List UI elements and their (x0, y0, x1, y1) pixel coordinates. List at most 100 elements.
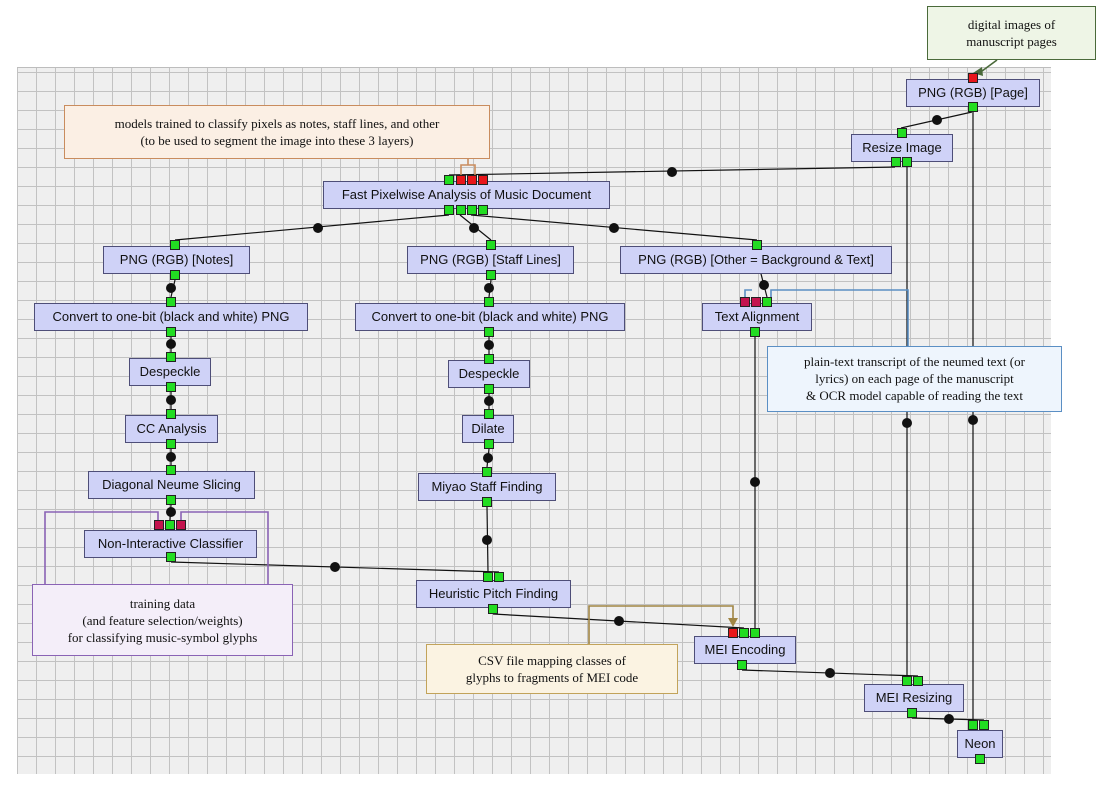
port-mei-enc-in-2[interactable] (739, 628, 749, 638)
note-text-transcript: plain-text transcript of the neumed text… (767, 346, 1062, 412)
note-csv-mapping-line-1: CSV file mapping classes of (478, 653, 626, 668)
port-despeckle-staff-in[interactable] (484, 354, 494, 364)
dot-staff-onebit (484, 283, 494, 293)
job-png-page[interactable]: PNG (RGB) [Page] (906, 79, 1040, 107)
port-mei-enc-in-1[interactable] (728, 628, 738, 638)
port-diagonal-out[interactable] (166, 495, 176, 505)
dot-cc-diagonal (166, 452, 176, 462)
port-onebit-staff-out[interactable] (484, 327, 494, 337)
port-pixelwise-in-2[interactable] (456, 175, 466, 185)
port-pixelwise-out-1[interactable] (444, 205, 454, 215)
port-resize-out-1[interactable] (891, 157, 901, 167)
dot-miyao-pitch (482, 535, 492, 545)
dot-page-neon (968, 415, 978, 425)
dot-despeckle-cc (166, 395, 176, 405)
dot-despeckle-dilate (484, 396, 494, 406)
dot-other-text-align (759, 280, 769, 290)
port-pixelwise-in-4[interactable] (478, 175, 488, 185)
port-png-page-in[interactable] (968, 73, 978, 83)
port-pitch-in-1[interactable] (483, 572, 493, 582)
port-resize-in[interactable] (897, 128, 907, 138)
dot-onebit-despeckle-notes (166, 339, 176, 349)
port-classifier-in-2[interactable] (165, 520, 175, 530)
port-mei-resize-in-1[interactable] (902, 676, 912, 686)
dot-pixelwise-other (609, 223, 619, 233)
note-text-transcript-line-3: & OCR model capable of reading the text (806, 388, 1023, 403)
port-neon-in-2[interactable] (979, 720, 989, 730)
dot-page-resize (932, 115, 942, 125)
port-neon-in-1[interactable] (968, 720, 978, 730)
port-despeckle-staff-out[interactable] (484, 384, 494, 394)
job-fast-pixelwise-analysis[interactable]: Fast Pixelwise Analysis of Music Documen… (323, 181, 610, 209)
port-png-staff-out[interactable] (486, 270, 496, 280)
dot-dilate-miyao (483, 453, 493, 463)
bracket-pixel-models (460, 159, 476, 175)
port-pitch-out[interactable] (488, 604, 498, 614)
port-dilate-out[interactable] (484, 439, 494, 449)
dot-resize-pixelwise (667, 167, 677, 177)
arrowhead-csv (728, 618, 738, 627)
note-pixel-models-line-2: (to be used to segment the image into th… (140, 133, 414, 148)
note-pixel-models-line-1: models trained to classify pixels as not… (114, 116, 440, 131)
port-png-notes-out[interactable] (170, 270, 180, 280)
bracket-text-transcript (744, 289, 909, 346)
dot-classifier-pitch (330, 562, 340, 572)
port-text-align-in-3[interactable] (762, 297, 772, 307)
port-classifier-out[interactable] (166, 552, 176, 562)
port-png-other-in[interactable] (752, 240, 762, 250)
port-png-staff-in[interactable] (486, 240, 496, 250)
port-mei-resize-in-2[interactable] (913, 676, 923, 686)
port-png-page-out[interactable] (968, 102, 978, 112)
port-text-align-in-2[interactable] (751, 297, 761, 307)
port-mei-resize-out[interactable] (907, 708, 917, 718)
port-resize-out-2[interactable] (902, 157, 912, 167)
job-despeckle-staff[interactable]: Despeckle (448, 360, 530, 388)
port-onebit-notes-in[interactable] (166, 297, 176, 307)
port-despeckle-notes-out[interactable] (166, 382, 176, 392)
note-training-data-line-3: for classifying music-symbol glyphs (67, 630, 258, 645)
note-training-data-line-1: training data (129, 596, 196, 611)
note-digital-images: digital images of manuscript pages (927, 6, 1096, 60)
port-classifier-in-3[interactable] (176, 520, 186, 530)
port-onebit-notes-out[interactable] (166, 327, 176, 337)
dot-resize-mei-resize (902, 418, 912, 428)
port-miyao-in[interactable] (482, 467, 492, 477)
dot-pixelwise-notes (313, 223, 323, 233)
bracket-csv-mapping (588, 605, 734, 644)
job-heuristic-pitch-finding[interactable]: Heuristic Pitch Finding (416, 580, 571, 608)
port-png-notes-in[interactable] (170, 240, 180, 250)
port-onebit-staff-in[interactable] (484, 297, 494, 307)
job-png-staff-lines[interactable]: PNG (RGB) [Staff Lines] (407, 246, 574, 274)
dot-mei-resize-neon (944, 714, 954, 724)
note-csv-mapping-line-2: glyphs to fragments of MEI code (465, 670, 639, 685)
port-pixelwise-out-4[interactable] (478, 205, 488, 215)
port-mei-enc-in-3[interactable] (750, 628, 760, 638)
port-pixelwise-out-3[interactable] (467, 205, 477, 215)
port-classifier-in-1[interactable] (154, 520, 164, 530)
note-pixel-models: models trained to classify pixels as not… (64, 105, 490, 159)
port-pixelwise-in-3[interactable] (467, 175, 477, 185)
dot-pitch-mei-enc (614, 616, 624, 626)
port-pixelwise-in-1[interactable] (444, 175, 454, 185)
port-despeckle-notes-in[interactable] (166, 352, 176, 362)
job-convert-one-bit-staff[interactable]: Convert to one-bit (black and white) PNG (355, 303, 625, 331)
port-pixelwise-out-2[interactable] (456, 205, 466, 215)
port-neon-out[interactable] (975, 754, 985, 764)
port-cc-in[interactable] (166, 409, 176, 419)
note-csv-mapping: CSV file mapping classes of glyphs to fr… (426, 644, 678, 694)
wire-pixelwise-to-png-notes (174, 214, 450, 241)
job-png-notes[interactable]: PNG (RGB) [Notes] (103, 246, 250, 274)
dot-onebit-despeckle-staff (484, 340, 494, 350)
dot-mei-enc-mei-resize (825, 668, 835, 678)
job-png-other[interactable]: PNG (RGB) [Other = Background & Text] (620, 246, 892, 274)
port-dilate-in[interactable] (484, 409, 494, 419)
port-diagonal-in[interactable] (166, 465, 176, 475)
port-text-align-in-1[interactable] (740, 297, 750, 307)
dot-text-align-mei-enc (750, 477, 760, 487)
port-pitch-in-2[interactable] (494, 572, 504, 582)
port-mei-enc-out[interactable] (737, 660, 747, 670)
note-text-transcript-line-1: plain-text transcript of the neumed text… (804, 354, 1025, 369)
port-cc-out[interactable] (166, 439, 176, 449)
port-miyao-out[interactable] (482, 497, 492, 507)
port-text-align-out[interactable] (750, 327, 760, 337)
